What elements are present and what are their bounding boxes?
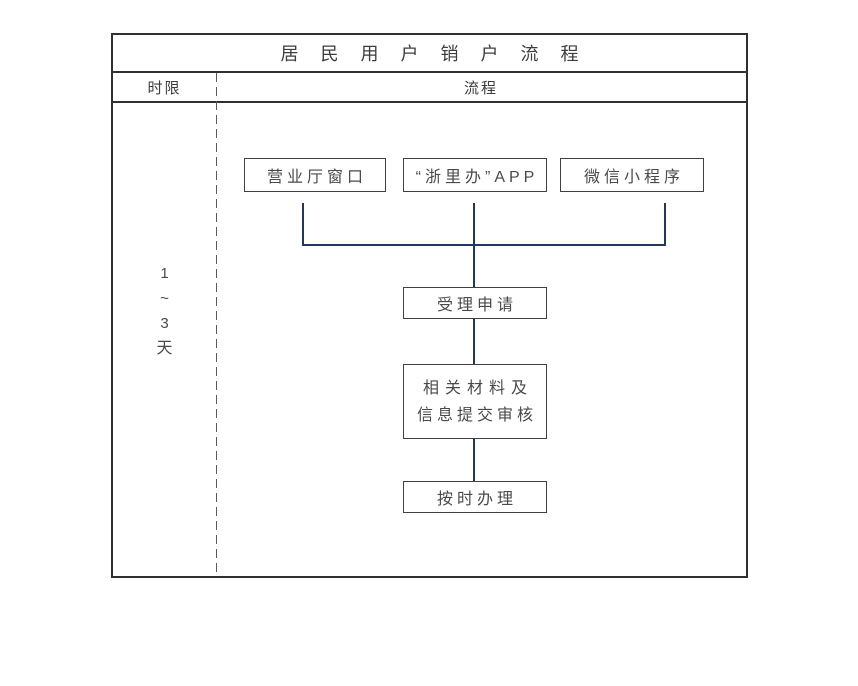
connector-merge-horizontal [302, 244, 666, 246]
flow-node-zheliban-app: “浙里办”APP [403, 158, 547, 192]
page-title: 居民用户销户流程 [280, 44, 601, 64]
flow-node-handle-on-time: 按时办理 [403, 481, 547, 513]
flow-node-materials-review: 相关材料及 信息提交审核 [403, 364, 547, 439]
flow-node-business-hall-window: 营业厅窗口 [244, 158, 386, 192]
flow-node-label: 微信小程序 [583, 169, 684, 186]
flowchart-table: 居民用户销户流程 时限 流程 1 ~ 3 天 营业厅窗口 “浙里办”APP 微信… [111, 33, 748, 578]
flowchart-body: 1 ~ 3 天 营业厅窗口 “浙里办”APP 微信小程序 受理申请 [113, 103, 746, 576]
connector-accept-to-review [473, 319, 475, 364]
flow-node-label-line1: 相关材料及 [422, 379, 533, 397]
flow-node-wechat-mini-program: 微信小程序 [560, 158, 704, 192]
time-limit-line: 1 [160, 265, 169, 282]
flow-node-accept-application: 受理申请 [403, 287, 547, 319]
time-limit-value: 1 ~ 3 天 [113, 261, 216, 361]
time-limit-line: 天 [156, 340, 173, 357]
column-header-time-limit: 时限 [147, 79, 182, 97]
time-limit-line: 3 [160, 315, 169, 332]
dashed-column-divider [216, 73, 217, 576]
column-header-process: 流程 [463, 79, 498, 97]
flow-node-label-line2: 信息提交审核 [416, 406, 537, 424]
connector-left-stub [302, 203, 304, 246]
time-limit-line: ~ [160, 290, 169, 307]
flow-node-label: “浙里办”APP [415, 169, 539, 186]
flow-node-label: 按时办理 [436, 491, 517, 508]
flow-node-label: 营业厅窗口 [266, 169, 367, 186]
connector-right-stub [664, 203, 666, 246]
connector-review-to-done [473, 439, 475, 481]
title-row: 居民用户销户流程 [113, 35, 746, 73]
header-row: 时限 流程 [113, 73, 746, 103]
flow-node-label: 受理申请 [436, 297, 517, 314]
